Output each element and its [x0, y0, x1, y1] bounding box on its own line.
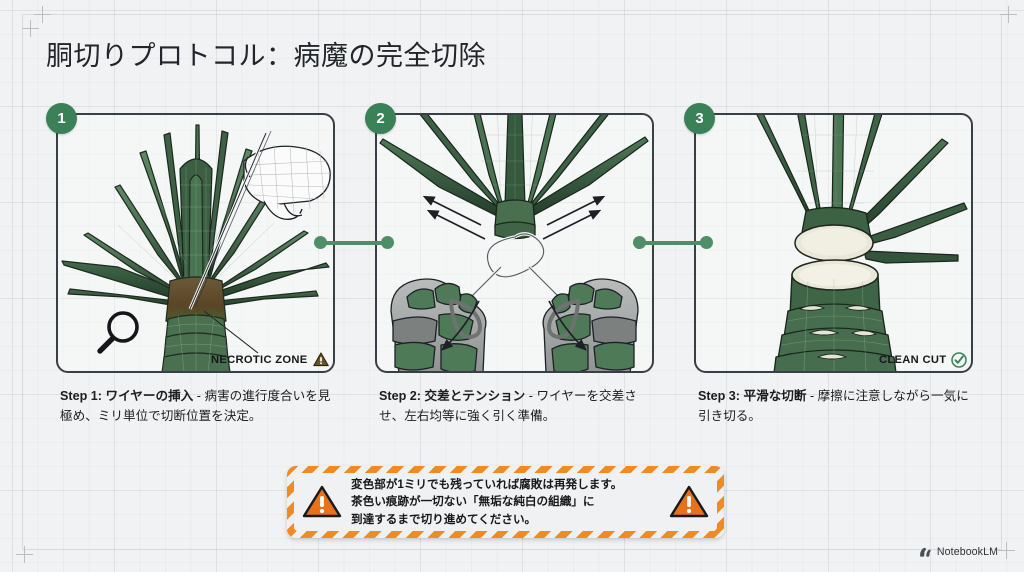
- connector-dot: [633, 236, 646, 249]
- registration-crosshair-icon: [22, 20, 39, 37]
- warning-text: 変色部が1ミリでも残っていれば腐敗は再発します。 茶色い痕跡が一切ない「無垢な純…: [351, 476, 660, 529]
- warning-triangle-icon: [669, 485, 709, 518]
- step-panel-3: [694, 113, 973, 373]
- connector-dot: [381, 236, 394, 249]
- illustration-clean-cut: [753, 115, 968, 371]
- footer-brand: NotebookLM: [919, 546, 998, 558]
- step-caption-3-term: 平滑な切断: [743, 389, 807, 403]
- step-caption-3-body: - 摩擦に注意しながら一気に引き切る。: [698, 389, 969, 423]
- step-caption-3-lead: Step 3:: [698, 389, 744, 403]
- necrotic-zone-text: NECROTIC ZONE: [211, 353, 308, 366]
- step-connector-2-3: [637, 241, 707, 245]
- warning-triangle-icon: [312, 352, 329, 367]
- step-badge-1: 1: [46, 103, 77, 134]
- warning-banner: 変色部が1ミリでも残っていれば腐敗は再発します。 茶色い痕跡が一切ない「無垢な純…: [287, 466, 724, 538]
- step-badge-2: 2: [365, 103, 396, 134]
- warning-banner-inner: 変色部が1ミリでも残っていれば腐敗は再発します。 茶色い痕跡が一切ない「無垢な純…: [294, 473, 717, 531]
- step-caption-2: Step 2: 交差とテンション - ワイヤーを交差させ、左右均等に強く引く準備…: [379, 387, 661, 427]
- clean-cut-label: CLEAN CUT: [879, 352, 968, 368]
- step-caption-1-body: - 病害の進行度合いを見極め、ミリ単位で切断位置を決定。: [60, 389, 331, 423]
- registration-crosshair-icon: [998, 542, 1015, 559]
- warning-triangle-icon: [302, 485, 342, 518]
- registration-crosshair-icon: [34, 6, 51, 23]
- connector-dot: [700, 236, 713, 249]
- step-panel-1: [56, 113, 335, 373]
- notebooklm-brand-text: NotebookLM: [936, 546, 998, 558]
- illustration-cross-tension: [379, 115, 649, 371]
- step-caption-3: Step 3: 平滑な切断 - 摩擦に注意しながら一気に引き切る。: [698, 387, 980, 427]
- step-caption-1-term: ワイヤーの挿入: [105, 389, 194, 403]
- notebooklm-logo-icon: [920, 547, 931, 557]
- step-caption-2-term: 交差とテンション: [424, 389, 526, 403]
- step-caption-1: Step 1: ワイヤーの挿入 - 病害の進行度合いを見極め、ミリ単位で切断位置…: [60, 387, 342, 427]
- tension-arrow: [422, 195, 606, 351]
- warning-line-3: 到達するまで切り進めてください。: [351, 512, 537, 526]
- connector-dot: [314, 236, 327, 249]
- check-circle-icon: [951, 352, 968, 368]
- step-badge-3: 3: [684, 103, 715, 134]
- step-caption-1-lead: Step 1:: [60, 389, 106, 403]
- step-connector-1-2: [318, 241, 388, 245]
- warning-line-1: 変色部が1ミリでも残っていれば腐敗は再発します。: [351, 477, 623, 491]
- warning-line-2: 茶色い痕跡が一切ない「無垢な純白の組織」に: [351, 495, 595, 509]
- illustration-wire-insertion: [61, 124, 333, 371]
- inner-frame-border: [22, 14, 1002, 550]
- step-caption-2-lead: Step 2:: [379, 389, 425, 403]
- registration-crosshair-icon: [16, 546, 33, 563]
- magnifier-icon: [97, 311, 139, 354]
- registration-crosshair-icon: [1000, 6, 1017, 23]
- step-panel-2: [375, 113, 654, 373]
- clean-cut-text: CLEAN CUT: [879, 354, 947, 366]
- necrotic-zone-label: NECROTIC ZONE: [211, 352, 329, 367]
- step-caption-2-body: - ワイヤーを交差させ、左右均等に強く引く準備。: [379, 389, 637, 423]
- page-title: 胴切りプロトコル：病魔の完全切除: [46, 41, 486, 71]
